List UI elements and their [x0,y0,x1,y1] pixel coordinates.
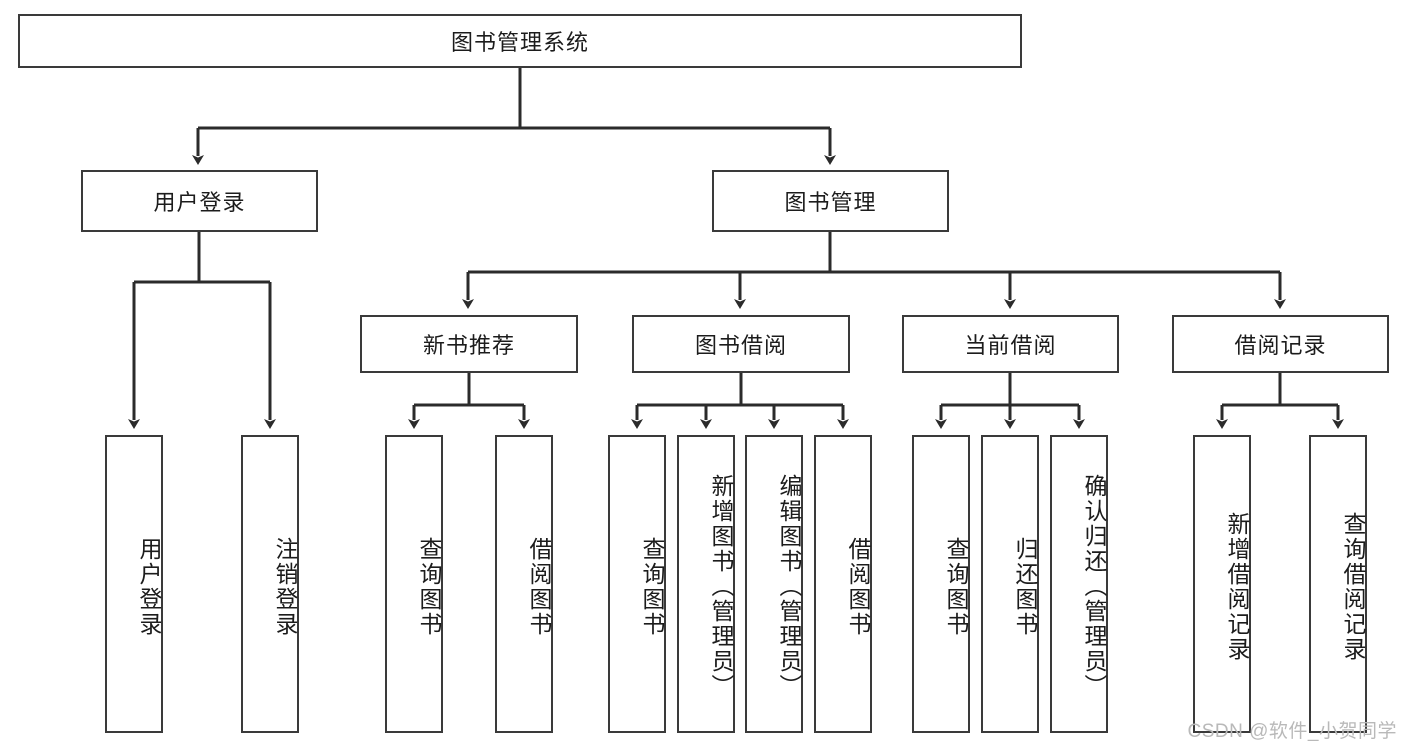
node-label: 新增借阅记录 [1224,512,1250,662]
node-label: 归还图书 [1012,537,1038,637]
node-label: 查询图书 [943,537,969,637]
node-root-system[interactable]: 图书管理系统 [18,14,1022,68]
node-label: 借阅记录 [1234,333,1327,358]
node-current-borrow[interactable]: 当前借阅 [902,315,1119,373]
node-user-login[interactable]: 用户登录 [81,170,318,232]
node-leaf-query-book-1[interactable]: 查询图书 [385,435,443,733]
node-leaf-user-login[interactable]: 用户登录 [105,435,163,733]
watermark-text: CSDN @软件_小贺同学 [1187,721,1397,742]
node-leaf-confirm-return[interactable]: 确认归还（管理员） [1050,435,1108,733]
node-leaf-add-book[interactable]: 新增图书（管理员） [677,435,735,733]
node-book-borrow[interactable]: 图书借阅 [632,315,850,373]
node-label: 注销登录 [272,537,298,637]
node-leaf-add-record[interactable]: 新增借阅记录 [1193,435,1251,733]
node-label: 借阅图书 [845,537,871,637]
node-leaf-edit-book[interactable]: 编辑图书（管理员） [745,435,803,733]
node-label: 图书管理系统 [450,30,589,55]
node-label: 图书管理 [784,190,877,215]
node-leaf-query-record[interactable]: 查询借阅记录 [1309,435,1367,733]
node-leaf-logout-login[interactable]: 注销登录 [241,435,299,733]
node-label: 查询图书 [639,537,665,637]
node-leaf-borrow-book-1[interactable]: 借阅图书 [495,435,553,733]
node-label: 图书借阅 [694,333,787,358]
node-label: 借阅图书 [526,537,552,637]
node-label: 查询借阅记录 [1340,512,1366,662]
node-label: 查询图书 [416,537,442,637]
node-book-management[interactable]: 图书管理 [712,170,949,232]
node-leaf-return-book[interactable]: 归还图书 [981,435,1039,733]
node-leaf-query-book-3[interactable]: 查询图书 [912,435,970,733]
node-borrow-record[interactable]: 借阅记录 [1172,315,1389,373]
node-label: 当前借阅 [964,333,1057,358]
node-label: 确认归还（管理员） [1081,473,1107,699]
node-label: 新增图书（管理员） [708,473,734,699]
node-leaf-query-book-2[interactable]: 查询图书 [608,435,666,733]
node-label: 用户登录 [153,190,246,215]
node-label: 新书推荐 [422,333,515,358]
node-leaf-borrow-book-2[interactable]: 借阅图书 [814,435,872,733]
node-label: 编辑图书（管理员） [776,473,802,699]
node-label: 用户登录 [136,537,162,637]
node-new-book-recommend[interactable]: 新书推荐 [360,315,578,373]
